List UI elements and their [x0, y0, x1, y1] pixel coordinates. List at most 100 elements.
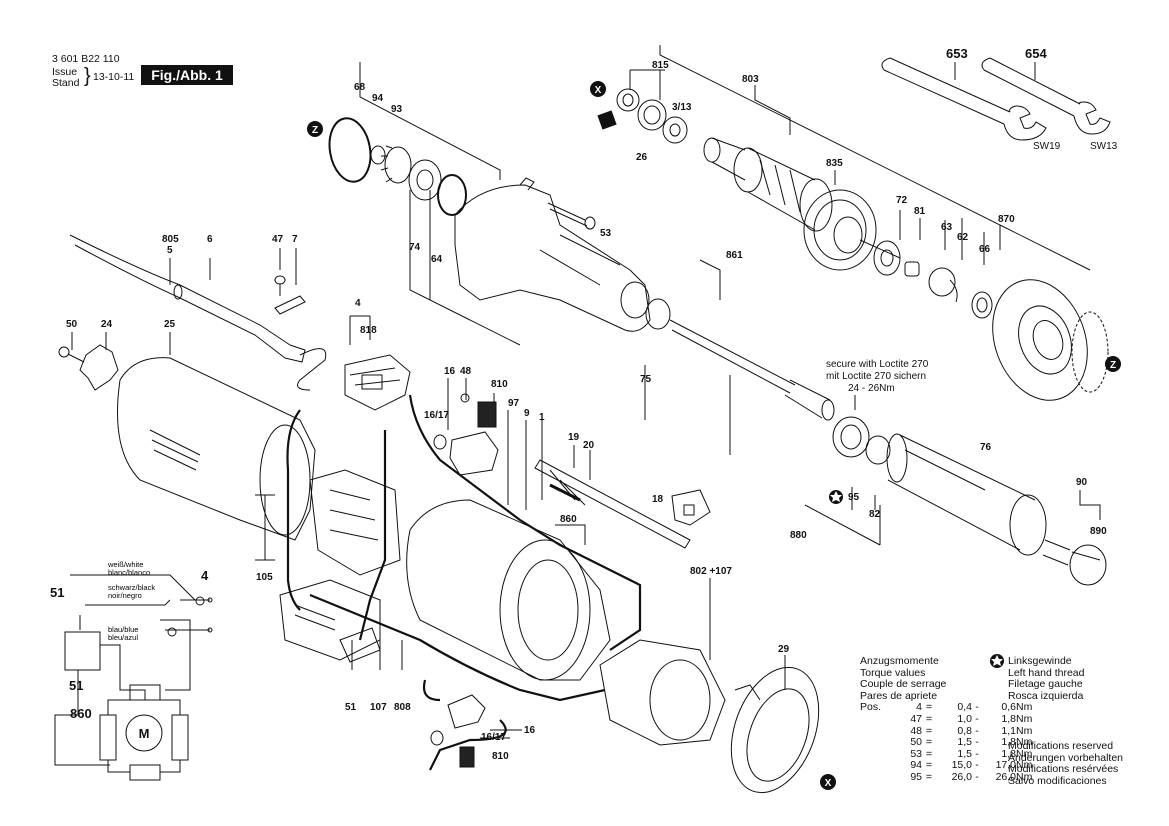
wrench-653 [881, 57, 1047, 141]
sleeve-76 [886, 433, 1047, 556]
svg-text:X: X [825, 778, 832, 789]
label-53: 53 [600, 228, 612, 239]
label-sw13: SW13 [1090, 141, 1118, 152]
gear-housing [454, 177, 651, 332]
schematic-label-860: 860 [70, 706, 92, 721]
wire-black-label: schwarz/black [108, 583, 155, 592]
switch-4 [344, 354, 411, 411]
wire-black-label-2: noir/negro [108, 591, 142, 600]
label-860: 860 [560, 514, 577, 525]
ring-82 [865, 435, 891, 465]
label-861: 861 [726, 250, 743, 261]
loctite-note-en: secure with Loctite 270 [826, 359, 929, 370]
label-1: 1 [539, 412, 545, 423]
label-818: 818 [360, 325, 377, 336]
label-3-13: 3/13 [672, 102, 692, 113]
label-74: 74 [409, 242, 421, 253]
housing-1 [406, 499, 611, 681]
wire-blue-label-2: bleu/azul [108, 633, 138, 642]
label-sw19: SW19 [1033, 141, 1061, 152]
label-51: 51 [345, 702, 357, 713]
label-105: 105 [256, 572, 273, 583]
loctite-note-de: mit Loctite 270 sichern [826, 371, 926, 382]
wire-white-label: weiß/white [107, 560, 143, 569]
label-808: 808 [394, 702, 411, 713]
brush-holder-16 [433, 431, 499, 476]
left-thread-en: Left hand thread [1008, 666, 1085, 679]
spindle-861 [645, 298, 835, 421]
document-number: 3 601 B22 110 [52, 53, 120, 65]
collet-90 [1042, 539, 1107, 586]
label-810-lower: 810 [492, 751, 509, 762]
rear-housing [599, 639, 726, 746]
svg-text:Z: Z [312, 125, 318, 136]
nut-95 [832, 416, 870, 458]
marker-x-bottom: X [820, 774, 836, 790]
clamp-7 [274, 295, 306, 315]
label-802-107: 802 +107 [690, 566, 732, 577]
brace: } [84, 65, 91, 87]
bearing-72 [873, 240, 901, 276]
svg-text:X: X [595, 85, 602, 96]
marker-z-right: Z [1105, 356, 1121, 372]
left-thread-legend-icon [990, 654, 1004, 668]
label-810: 810 [491, 379, 508, 390]
label-62: 62 [957, 232, 969, 243]
label-93: 93 [391, 104, 403, 115]
label-72: 72 [896, 195, 908, 206]
bearing-815 [616, 88, 688, 144]
label-18: 18 [652, 494, 664, 505]
motor-symbol: M [139, 726, 150, 741]
label-81: 81 [914, 206, 926, 217]
label-50: 50 [66, 319, 78, 330]
torque-table: Anzugsmomente Torque values Couple de se… [860, 655, 1036, 784]
left-thread-icon [829, 490, 843, 504]
torque-title-en: Torque values [860, 666, 926, 679]
washer-66 [971, 291, 993, 319]
left-thread-de: Linksgewinde [1008, 655, 1072, 667]
label-890: 890 [1090, 526, 1107, 537]
o-ring-64 [437, 174, 467, 216]
label-19: 19 [568, 432, 580, 443]
modifications-notice: Modifications reserved Änderungen vorbeh… [1008, 740, 1123, 787]
schematic-label-51: 51 [50, 585, 64, 600]
armature-803 [703, 137, 901, 271]
label-5: 5 [167, 245, 173, 256]
label-75: 75 [640, 374, 652, 385]
gear-93 [380, 145, 412, 184]
wire-blue-label: blau/blue [108, 625, 138, 634]
label-76: 76 [980, 442, 992, 453]
screw-50 [58, 346, 85, 363]
label-66: 66 [979, 244, 991, 255]
stand-label: Stand [52, 77, 80, 89]
svg-text:Z: Z [1110, 360, 1116, 371]
label-68: 68 [354, 82, 366, 93]
label-25: 25 [164, 319, 176, 330]
label-880: 880 [790, 530, 807, 541]
label-16-lower: 16 [524, 725, 536, 736]
modifications-es: Salvo modificaciones [1008, 774, 1107, 787]
label-64: 64 [431, 254, 443, 265]
ring-63 [928, 267, 956, 297]
cable-805 [69, 234, 327, 391]
label-20: 20 [583, 440, 595, 451]
label-48: 48 [460, 366, 472, 377]
brush-holder-16b [430, 694, 486, 746]
left-thread-fr: Filetage gauche [1008, 678, 1083, 691]
issue-label: Issue [52, 66, 78, 78]
wrench-654 [981, 57, 1111, 135]
label-16: 16 [444, 366, 456, 377]
wire-white-label-2: blanc/blanco [108, 568, 150, 577]
label-815: 815 [652, 60, 669, 71]
cover-29 [730, 666, 820, 794]
spring-20 [549, 483, 581, 502]
label-654: 654 [1025, 46, 1047, 61]
o-ring-z [1071, 311, 1109, 393]
screw-47 [274, 275, 286, 296]
modifications-en: Modifications reserved [1008, 740, 1114, 752]
